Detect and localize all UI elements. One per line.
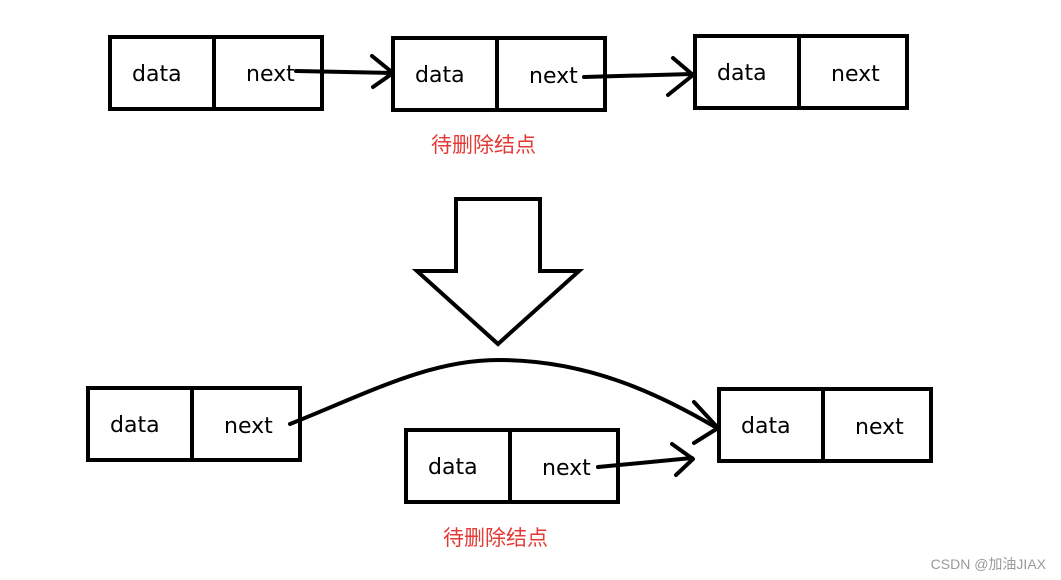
node-next-label: next (246, 62, 295, 87)
pointer-line (596, 456, 694, 469)
after-node-deleted: data next (404, 428, 620, 504)
after-node-1: data next (86, 386, 302, 462)
node-data-label: data (132, 62, 182, 87)
arrow-head-icon (670, 442, 695, 477)
node-data-label: data (415, 63, 465, 88)
bypass-pointer-arrow (288, 358, 720, 445)
transition-down-arrow-icon (411, 197, 585, 347)
arrow-head-icon (370, 54, 395, 89)
node-data-label: data (741, 414, 791, 439)
node-next-label: next (831, 62, 880, 87)
before-node-2: data next (391, 36, 607, 112)
node-data-label: data (717, 61, 767, 86)
before-node-1: data next (108, 35, 324, 111)
node-next-label: next (855, 415, 904, 440)
pointer-line (582, 72, 694, 79)
before-pointer-arrow-1 (294, 54, 395, 89)
before-node-3: data next (693, 34, 909, 110)
node-next-label: next (529, 64, 578, 89)
before-pointer-arrow-2 (582, 56, 695, 97)
pointer-line (294, 69, 394, 75)
node-data-label: data (110, 413, 160, 438)
pointer-curve (288, 358, 719, 430)
after-node-3: data next (717, 387, 933, 463)
arrow-head-icon (692, 400, 720, 445)
node-data-label: data (428, 455, 478, 480)
pending-delete-caption-bottom: 待删除结点 (443, 526, 548, 550)
node-next-label: next (224, 414, 273, 439)
node-next-label: next (542, 456, 591, 481)
arrow-head-icon (666, 56, 695, 97)
deleted-node-pointer-arrow (596, 442, 695, 477)
pending-delete-caption-top: 待删除结点 (431, 133, 536, 157)
watermark: CSDN @加油JIAX (931, 556, 1047, 572)
